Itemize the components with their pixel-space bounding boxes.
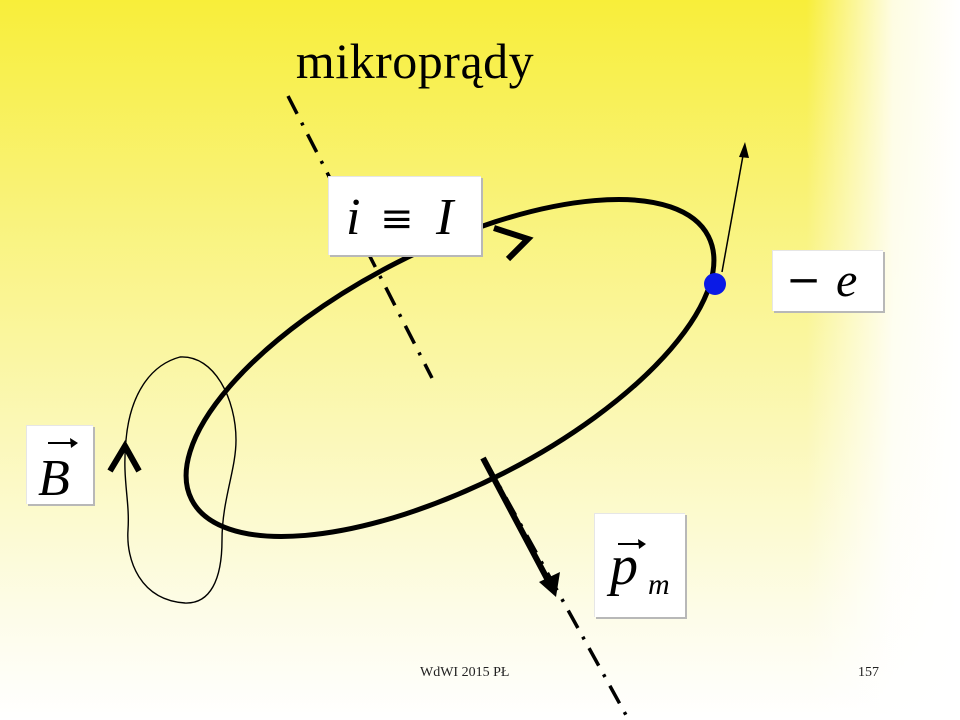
moment-label-formula: p m [606, 535, 670, 601]
current-direction-arrow [493, 225, 534, 262]
field-line [124, 356, 237, 604]
moment-label-symbol: p [606, 535, 638, 597]
velocity-arrowhead [739, 142, 749, 158]
electron-label-sign: − [786, 255, 821, 304]
electron-dot [704, 273, 726, 295]
current-label-i: i [346, 189, 360, 246]
current-label-operator: ≡ [380, 196, 414, 242]
current-loop [183, 197, 717, 539]
current-label-box: i ≡ I [328, 176, 481, 255]
moment-vector-arrowhead [638, 538, 646, 549]
magnetic-moment-arrow [480, 456, 555, 590]
electron-label-box: − e [772, 250, 883, 311]
moment-label-subscript: m [648, 568, 670, 601]
moment-label-box: p m [594, 513, 685, 617]
field-label-box: B [26, 425, 93, 507]
field-vector-arrowhead [70, 438, 78, 448]
current-label-I: I [435, 189, 456, 246]
slide-title: mikroprądy [295, 33, 535, 89]
magnetic-moment-arrowhead [539, 572, 560, 597]
axis-upper [286, 95, 434, 379]
electron-label-formula: − e [786, 254, 857, 307]
field-label-symbol: B [38, 450, 70, 507]
footer-course: WdWI 2015 PŁ [420, 665, 510, 680]
footer-page-number: 157 [858, 665, 879, 680]
velocity-arrow [721, 149, 745, 273]
field-label-formula: B [38, 438, 78, 507]
electron-label-symbol: e [836, 254, 857, 307]
field-direction-arrow [107, 440, 142, 473]
current-label-formula: i ≡ I [346, 189, 456, 246]
